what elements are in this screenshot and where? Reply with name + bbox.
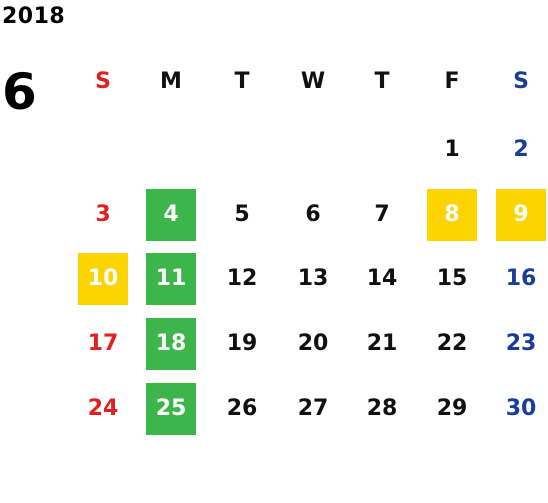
day-cell[interactable]: 29 bbox=[436, 396, 468, 421]
weekday-thursday: T bbox=[374, 69, 390, 94]
day-cell[interactable]: 28 bbox=[366, 396, 398, 421]
day-cell[interactable]: 13 bbox=[297, 266, 329, 291]
day-cell-highlighted[interactable]: 18 bbox=[146, 318, 196, 370]
week-row: 10 11 12 13 14 15 16 bbox=[0, 253, 548, 305]
day-cell-highlighted[interactable]: 11 bbox=[146, 253, 196, 305]
year-label: 2018 bbox=[2, 4, 66, 29]
day-cell[interactable]: 22 bbox=[436, 331, 468, 356]
day-cell[interactable]: 15 bbox=[436, 266, 468, 291]
day-cell[interactable]: 3 bbox=[95, 202, 111, 227]
day-cell-highlighted[interactable]: 4 bbox=[146, 189, 196, 241]
week-row: 24 25 26 27 28 29 30 bbox=[0, 383, 548, 435]
weekday-header: S M T W T F S bbox=[0, 56, 548, 108]
weekday-friday: F bbox=[444, 69, 460, 94]
day-cell[interactable]: 24 bbox=[87, 396, 119, 421]
day-cell[interactable]: 19 bbox=[226, 331, 258, 356]
day-cell[interactable]: 27 bbox=[297, 396, 329, 421]
weekday-tuesday: T bbox=[234, 69, 250, 94]
day-cell-highlighted[interactable]: 25 bbox=[146, 383, 196, 435]
day-cell[interactable]: 12 bbox=[226, 266, 258, 291]
day-cell[interactable]: 23 bbox=[505, 331, 537, 356]
day-cell[interactable]: 20 bbox=[297, 331, 329, 356]
day-cell-highlighted[interactable]: 8 bbox=[427, 189, 477, 241]
week-row: 3 4 5 6 7 8 9 bbox=[0, 189, 548, 241]
day-cell-highlighted[interactable]: 10 bbox=[78, 253, 128, 305]
day-cell[interactable]: 7 bbox=[374, 202, 390, 227]
weekday-monday: M bbox=[160, 69, 182, 94]
weekday-sunday: S bbox=[95, 69, 111, 94]
day-cell[interactable]: 21 bbox=[366, 331, 398, 356]
week-row: 17 18 19 20 21 22 23 bbox=[0, 318, 548, 370]
day-cell[interactable]: 17 bbox=[87, 331, 119, 356]
day-cell-highlighted[interactable]: 9 bbox=[496, 189, 546, 241]
day-cell[interactable]: 2 bbox=[513, 137, 529, 162]
day-cell[interactable]: 5 bbox=[234, 202, 250, 227]
weekday-saturday: S bbox=[513, 69, 529, 94]
week-row: 1 2 bbox=[0, 124, 548, 176]
day-cell[interactable]: 16 bbox=[505, 266, 537, 291]
day-cell[interactable]: 26 bbox=[226, 396, 258, 421]
day-cell[interactable]: 30 bbox=[505, 396, 537, 421]
weekday-wednesday: W bbox=[300, 69, 326, 94]
day-cell[interactable]: 1 bbox=[444, 137, 460, 162]
day-cell[interactable]: 6 bbox=[305, 202, 321, 227]
day-cell[interactable]: 14 bbox=[366, 266, 398, 291]
month-number: 6 bbox=[2, 63, 37, 121]
